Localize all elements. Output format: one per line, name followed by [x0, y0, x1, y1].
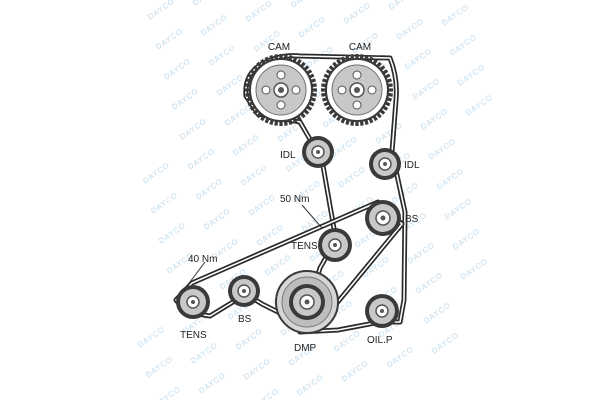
watermark-text: DAYCO — [157, 221, 187, 246]
label-oil-pump: OIL.P — [367, 335, 393, 346]
label-tens-aux: TENS — [180, 330, 207, 341]
watermark-text: DAYCO — [297, 15, 327, 40]
tensioner-pulley-main — [318, 228, 352, 262]
watermark-text: DAYCO — [430, 331, 460, 356]
label-tens-main: TENS — [291, 241, 318, 252]
watermark-text: DAYCO — [239, 163, 269, 188]
crankshaft-damper-icon — [275, 270, 339, 334]
watermark-text: DAYCO — [385, 345, 415, 370]
watermark-text: DAYCO — [329, 135, 359, 160]
watermark-text: DAYCO — [146, 0, 176, 22]
watermark-text: DAYCO — [178, 117, 208, 142]
watermark-text: DAYCO — [191, 0, 221, 8]
watermark-text: DAYCO — [170, 87, 200, 112]
watermark-text: DAYCO — [422, 301, 452, 326]
watermark-text: DAYCO — [464, 93, 494, 118]
balance-shaft-pulley-left — [228, 275, 260, 307]
watermark-text: DAYCO — [419, 107, 449, 132]
watermark-text: DAYCO — [289, 0, 319, 10]
camshaft-gear-left — [245, 54, 317, 126]
label-idl-right: IDL — [404, 160, 420, 171]
oil-pump-pulley-icon — [365, 294, 399, 328]
watermark-text: DAYCO — [337, 165, 367, 190]
idler-pulley-icon — [302, 136, 334, 168]
watermark-text: DAYCO — [342, 1, 372, 26]
label-idl-left: IDL — [280, 150, 296, 161]
watermark-text: DAYCO — [459, 257, 489, 282]
camshaft-gear-right — [321, 54, 393, 126]
watermark-text: DAYCO — [456, 63, 486, 88]
oil-pump-pulley — [365, 294, 399, 328]
label-torque-main: 50 Nm — [280, 194, 309, 205]
watermark-text: DAYCO — [141, 161, 171, 186]
watermark-text: DAYCO — [411, 77, 441, 102]
watermark-text: DAYCO — [149, 191, 179, 216]
tensioner-pulley-auxiliary — [176, 285, 210, 319]
watermark-text: DAYCO — [194, 177, 224, 202]
label-cam-right: CAM — [349, 42, 371, 53]
watermark-text: DAYCO — [387, 0, 417, 12]
label-bs-right: BS — [405, 214, 419, 225]
watermark-text: DAYCO — [197, 371, 227, 396]
balance-shaft-pulley-icon — [228, 275, 260, 307]
watermark-text: DAYCO — [340, 359, 370, 384]
watermark-text: DAYCO — [202, 207, 232, 232]
watermark-text: DAYCO — [154, 27, 184, 52]
watermark-text: DAYCO — [189, 341, 219, 366]
idler-pulley-icon — [369, 148, 401, 180]
watermark-text: DAYCO — [263, 253, 293, 278]
watermark-text: DAYCO — [144, 355, 174, 380]
watermark-text: DAYCO — [136, 325, 166, 350]
watermark-text: DAYCO — [247, 193, 277, 218]
idler-pulley-right — [369, 148, 401, 180]
watermark-text: DAYCO — [223, 103, 253, 128]
watermark-text: DAYCO — [427, 137, 457, 162]
watermark-text: DAYCO — [162, 57, 192, 82]
watermark-text: DAYCO — [448, 33, 478, 58]
label-dmp: DMP — [294, 343, 317, 354]
watermark-text: DAYCO — [207, 43, 237, 68]
label-bs-left: BS — [238, 314, 252, 325]
watermark-text: DAYCO — [199, 13, 229, 38]
tensioner-pulley-icon — [318, 228, 352, 262]
watermark-text: DAYCO — [374, 121, 404, 146]
watermark-text: DAYCO — [215, 73, 245, 98]
balance-shaft-pulley-right — [365, 200, 401, 236]
watermark-text: DAYCO — [435, 167, 465, 192]
torque-leader-aux — [183, 261, 206, 291]
crankshaft-damper — [275, 270, 339, 334]
label-cam-left: CAM — [268, 42, 290, 53]
idler-pulley-left — [302, 136, 334, 168]
torque-leader-main — [301, 204, 323, 229]
watermark-text: DAYCO — [414, 271, 444, 296]
watermark-text: DAYCO — [231, 133, 261, 158]
balance-shaft-pulley-icon — [365, 200, 401, 236]
watermark-text: DAYCO — [440, 3, 470, 28]
watermark-text: DAYCO — [250, 387, 280, 400]
watermark-text: DAYCO — [234, 327, 264, 352]
watermark-text: DAYCO — [242, 357, 272, 382]
watermark-text: DAYCO — [152, 385, 182, 400]
watermark-text: DAYCO — [244, 0, 274, 24]
watermark-text: DAYCO — [451, 227, 481, 252]
tensioner-pulley-icon — [176, 285, 210, 319]
watermark-text: DAYCO — [186, 147, 216, 172]
watermark-text: DAYCO — [406, 241, 436, 266]
watermark-text: DAYCO — [395, 17, 425, 42]
label-torque-aux: 40 Nm — [188, 254, 217, 265]
watermark-text: DAYCO — [443, 197, 473, 222]
watermark-text: DAYCO — [295, 373, 325, 398]
watermark-text: DAYCO — [403, 47, 433, 72]
